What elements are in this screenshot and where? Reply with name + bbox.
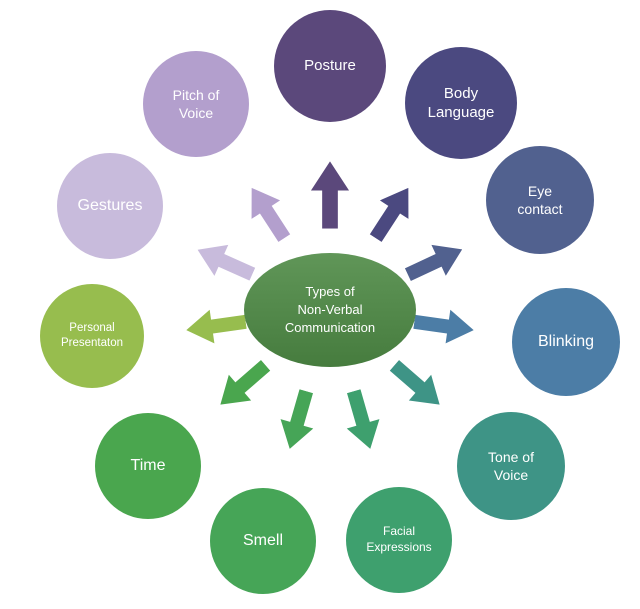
node-gestures: Gestures (57, 153, 163, 259)
node-facial-expressions-label: Facial Expressions (366, 524, 432, 554)
node-tone-of-voice-label: Tone of Voice (488, 448, 534, 483)
node-blinking-label: Blinking (537, 332, 595, 350)
node-pitch-of-voice: Pitch of Voice (143, 51, 249, 157)
node-eye-contact-label: Eye contact (517, 182, 563, 217)
node-tone-of-voice: Tone of Voice (457, 412, 565, 520)
node-time-label: Time (130, 456, 166, 474)
node-facial-expressions: Facial Expressions (346, 487, 452, 593)
arrow-smell (271, 386, 326, 455)
center-label: Types of Non-Verbal Communication (284, 283, 376, 336)
node-personal-presentation-label: Personal Presentaton (60, 322, 123, 349)
arrow-gestures (189, 232, 260, 293)
arrow-facial-expressions (335, 386, 390, 455)
center-ellipse: Types of Non-Verbal Communication (244, 253, 416, 367)
node-posture: Posture (274, 10, 386, 122)
arrow-body-language (359, 177, 425, 249)
arrow-pitch-of-voice (235, 177, 301, 249)
node-posture-label: Posture (304, 57, 356, 75)
node-body-language-label: Body Language (427, 84, 495, 122)
arrow-tone-of-voice (381, 350, 453, 420)
node-eye-contact: Eye contact (486, 146, 594, 254)
arrow-eye-contact (399, 231, 470, 293)
arrow-personal-presentation (184, 302, 249, 350)
node-personal-presentation: Personal Presentaton (40, 284, 144, 388)
node-gestures-label: Gestures (77, 196, 143, 214)
arrow-posture (308, 161, 353, 229)
node-smell: Smell (210, 488, 316, 594)
node-blinking: Blinking (512, 288, 620, 396)
arrow-blinking (412, 302, 477, 350)
node-pitch-of-voice-label: Pitch of Voice (172, 86, 220, 121)
node-time: Time (95, 413, 201, 519)
arrow-time (207, 350, 279, 420)
node-body-language: Body Language (405, 47, 517, 159)
node-smell-label: Smell (242, 531, 283, 549)
